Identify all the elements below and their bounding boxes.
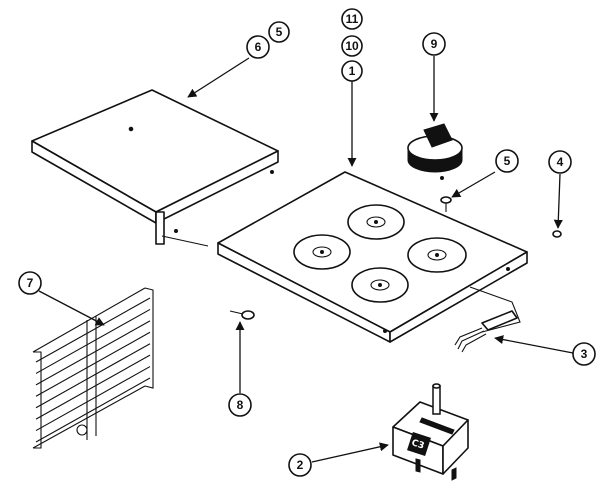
svg-text:8: 8 <box>237 398 244 412</box>
svg-text:1: 1 <box>349 64 356 78</box>
callout-2: 2 <box>288 453 312 477</box>
grommet-part-4 <box>552 230 562 238</box>
burner-back-right <box>407 237 467 273</box>
leader-lines <box>38 56 574 463</box>
leader-6 <box>187 57 250 98</box>
rack-bar <box>35 297 151 363</box>
screw-part-5 <box>440 196 452 212</box>
rack-bar <box>35 331 151 397</box>
svg-text:10: 10 <box>345 39 359 53</box>
callout-5-top: 5 <box>268 21 290 43</box>
svg-text:11: 11 <box>346 12 359 26</box>
rack-bar <box>35 308 151 374</box>
callout-11: 11 <box>341 8 363 30</box>
infinite-switch-part-2: C3 <box>392 383 469 481</box>
callout-6: 6 <box>246 35 270 59</box>
callout-3: 3 <box>572 342 596 366</box>
rack-bar <box>35 366 151 432</box>
cover-panel-part-6 <box>31 89 279 247</box>
control-knob-part-9 <box>407 123 463 180</box>
leader-7 <box>38 290 105 326</box>
callout-1: 1 <box>341 60 363 82</box>
svg-text:9: 9 <box>431 37 438 51</box>
rack-bar <box>35 354 151 420</box>
switch-label: C3 <box>410 438 425 451</box>
callout-5-screw: 5 <box>495 149 519 173</box>
burner-back-left <box>347 204 405 240</box>
svg-text:6: 6 <box>255 40 262 54</box>
callout-10: 10 <box>341 35 363 57</box>
callout-8: 8 <box>228 393 252 417</box>
leader-3 <box>494 335 574 354</box>
svg-text:4: 4 <box>557 155 564 169</box>
rack-bar <box>35 320 151 386</box>
svg-text:5: 5 <box>276 25 283 39</box>
leader-5-screw <box>451 171 496 198</box>
cooktop-part-1 <box>217 171 528 343</box>
oven-rack-part-7 <box>32 287 154 449</box>
screw-part-8 <box>229 310 255 320</box>
svg-text:7: 7 <box>27 276 34 290</box>
burner-front-right <box>351 267 409 303</box>
rack-bar <box>35 343 151 409</box>
wire-terminal-part-3 <box>454 310 518 353</box>
leader-4 <box>553 173 563 229</box>
svg-text:5: 5 <box>504 154 511 168</box>
leader-2 <box>311 442 389 463</box>
callout-7: 7 <box>18 271 42 295</box>
callout-9: 9 <box>422 32 446 56</box>
burner-front-left <box>293 234 351 270</box>
callout-4: 4 <box>548 150 572 174</box>
svg-text:2: 2 <box>297 458 304 472</box>
svg-text:3: 3 <box>581 347 588 361</box>
rack-bar <box>35 377 151 443</box>
